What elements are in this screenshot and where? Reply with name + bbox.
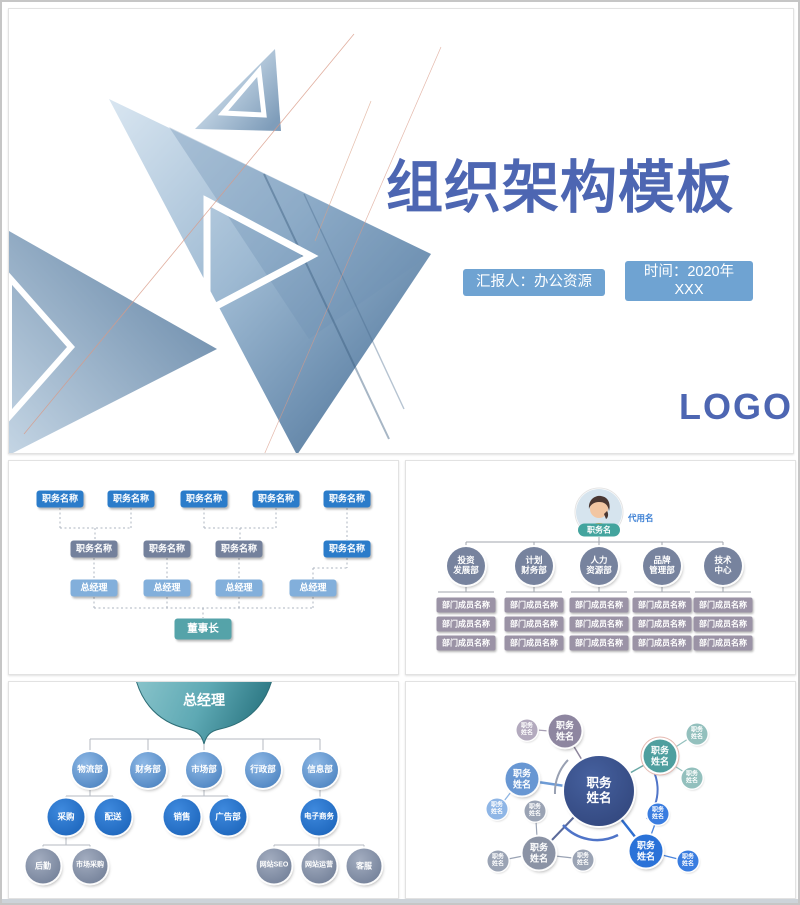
radial-node-gray: 职务姓名: [522, 836, 556, 870]
org-node-gm: 总经理: [215, 579, 263, 597]
dept-line1: 计划: [525, 555, 543, 566]
level2-circle: 广告部: [209, 798, 247, 836]
member-box: 部门成员名称: [569, 635, 629, 651]
radial-node-mauve: 职务姓名: [548, 714, 582, 748]
member-box: 部门成员名称: [632, 635, 692, 651]
level3-circle: 市场采购: [72, 848, 108, 884]
dept-line2: 管理部: [649, 565, 675, 575]
time-text-line2: XXX: [674, 282, 704, 298]
member-box: 部门成员名称: [569, 597, 629, 613]
bottom-border-strip: [2, 899, 798, 903]
time-text-line1: 时间：2020年: [643, 263, 735, 280]
level1-circle: 市场部: [186, 752, 222, 788]
dept-line2: 发展部: [453, 565, 479, 575]
member-box: 部门成员名称: [632, 616, 692, 632]
level1-circle: 信息部: [302, 752, 338, 788]
cover-title: 组织架构模板: [386, 156, 734, 221]
level1-circle: 物流部: [72, 752, 108, 788]
leader-role-pill: 职务名: [578, 523, 620, 537]
dept-line1: 人力: [590, 555, 608, 566]
org-node-gm: 总经理: [70, 579, 118, 597]
leader-alias-label: 代用名: [628, 513, 654, 523]
radial-satellite: 职务姓名: [686, 723, 708, 745]
org-chart-slide-radial[interactable]: 职务 姓名 职务姓名 职务姓名 职务姓名 职务姓名 职务姓名 职务姓名 职务姓名…: [405, 681, 796, 899]
member-box: 部门成员名称: [436, 635, 496, 651]
center-circle: 职务 姓名: [564, 756, 634, 826]
dept-circle: 人力 资源部: [580, 547, 618, 585]
dept-circle: 技术 中心: [704, 547, 742, 585]
level2-circle: 电子商务: [300, 798, 338, 836]
org-node: 职务名称: [36, 490, 84, 508]
level1-circle: 财务部: [130, 752, 166, 788]
level3-circle: 后勤: [25, 848, 61, 884]
member-box: 部门成员名称: [504, 597, 564, 613]
root-node: 总经理: [183, 692, 225, 708]
dept-circle: 计划 财务部: [515, 547, 553, 585]
cover-slide[interactable]: 组织架构模板 汇报人：办公资源 时间：2020年 XXX LOGO: [8, 8, 794, 454]
reporter-badge: 汇报人：办公资源: [463, 269, 605, 296]
org-chart-slide-departments[interactable]: 职务名 代用名 投资 发展部 计划 财务部 人力 资源部 品牌 管理部 技术 中…: [405, 460, 796, 675]
org-node-gm: 总经理: [289, 579, 337, 597]
radial-satellite: 职务姓名: [524, 800, 546, 822]
dept-line1: 品牌: [653, 555, 671, 566]
time-badge: 时间：2020年 XXX: [625, 261, 753, 301]
radial-satellite: 职务姓名: [486, 798, 508, 820]
level3-circle: 网站运营: [301, 848, 337, 884]
member-box: 部门成员名称: [693, 597, 753, 613]
member-box: 部门成员名称: [693, 635, 753, 651]
radial-satellite: 职务姓名: [677, 850, 699, 872]
dept-line2: 中心: [714, 565, 732, 575]
level1-circle: 行政部: [245, 752, 281, 788]
member-box: 部门成员名称: [504, 635, 564, 651]
member-box: 部门成员名称: [569, 616, 629, 632]
level2-circle: 销售: [163, 798, 201, 836]
dept-circle: 投资 发展部: [447, 547, 485, 585]
center-line1: 职务: [586, 776, 612, 790]
level2-circle: 采购: [47, 798, 85, 836]
level2-circle: 配送: [94, 798, 132, 836]
org-node: 职务名称: [180, 490, 228, 508]
level3-circle: 客服: [346, 848, 382, 884]
member-box: 部门成员名称: [436, 597, 496, 613]
radial-satellite: 职务姓名: [487, 850, 509, 872]
logo-text: LOGO: [679, 386, 793, 427]
chairman-node: 董事长: [174, 618, 232, 640]
radial-satellite: 职务姓名: [647, 803, 669, 825]
dept-line2: 资源部: [586, 565, 612, 575]
org-chart-slide-inverted[interactable]: 职务名称 职务名称 职务名称 职务名称 职务名称 职务名称 职务名称 职务名称 …: [8, 460, 399, 675]
radial-node-teal: 职务姓名: [643, 739, 677, 773]
dept-line1: 技术: [714, 555, 732, 566]
member-box: 部门成员名称: [632, 597, 692, 613]
dept-line2: 财务部: [521, 565, 547, 575]
member-box: 部门成员名称: [504, 616, 564, 632]
org-node: 职务名称: [323, 490, 371, 508]
org-node: 职务名称: [215, 540, 263, 558]
radial-satellite: 职务姓名: [681, 767, 703, 789]
center-line2: 姓名: [586, 791, 612, 805]
reporter-text: 汇报人：办公资源: [476, 274, 592, 291]
org-node: 职务名称: [143, 540, 191, 558]
radial-satellite: 职务姓名: [516, 719, 538, 741]
radial-satellite: 职务姓名: [572, 849, 594, 871]
org-node-gm: 总经理: [143, 579, 191, 597]
balloon-and-connectors: [42, 682, 365, 848]
org-node: 职务名称: [107, 490, 155, 508]
org-chart-slide-bubbles[interactable]: 总经理 物流部 财务部 市场部 行政部 信息部 采购 配送 销售 广告部 电子商…: [8, 681, 399, 899]
org-node: 职务名称: [70, 540, 118, 558]
member-box: 部门成员名称: [693, 616, 753, 632]
level3-circle: 网站SEO: [256, 848, 292, 884]
member-box: 部门成员名称: [436, 616, 496, 632]
org-node: 职务名称: [252, 490, 300, 508]
dept-line1: 投资: [457, 555, 475, 566]
org-node: 职务名称: [323, 540, 371, 558]
dept-circle: 品牌 管理部: [643, 547, 681, 585]
radial-node-blue: 职务姓名: [505, 762, 539, 796]
radial-node-brightblue: 职务姓名: [629, 834, 663, 868]
